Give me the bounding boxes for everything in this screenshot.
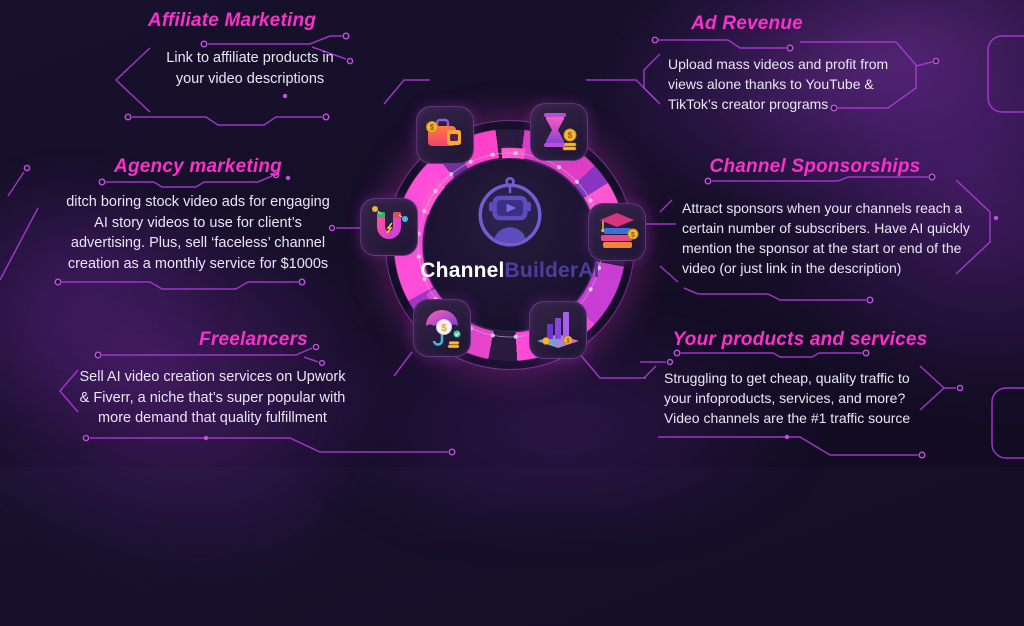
section-body: Upload mass videos and profit from views…: [668, 56, 889, 112]
section-title: Channel Sponsorships: [709, 156, 921, 177]
section-body: Sell AI video creation services on Upwor…: [79, 369, 346, 427]
section-title: Agency marketing: [114, 156, 282, 177]
section-body: Link to affiliate products in your video…: [166, 50, 334, 87]
magnet-glyph: [372, 206, 408, 239]
section-body: Attract sponsors when your channels reac…: [682, 200, 970, 276]
brand-logo-channel: Channel: [420, 259, 505, 282]
hourglass-coins-icon: $: [530, 103, 588, 161]
svg-text:$: $: [631, 232, 635, 239]
hourglass-coins-glyph: $: [544, 113, 577, 151]
section-affiliate-marketing: Affiliate Marketing Link to affiliate pr…: [105, 10, 395, 89]
growth-chart-coins-icon: $: [529, 301, 587, 359]
section-title: Affiliate Marketing: [147, 10, 317, 31]
section-channel-sponsorships: Channel Sponsorships Attract sponsors wh…: [682, 156, 982, 279]
section-freelancers: Freelancers Sell AI video creation servi…: [70, 329, 355, 429]
books-graduation-coins-icon: $: [588, 203, 646, 261]
growth-chart-glyph: $: [537, 312, 579, 348]
briefcase-money-icon: $: [416, 106, 474, 164]
svg-text:$: $: [441, 323, 447, 334]
section-title: Ad Revenue: [691, 13, 803, 34]
magnet-icon: [360, 198, 418, 256]
svg-text:$: $: [430, 123, 435, 132]
section-agency-marketing: Agency marketing ditch boring stock vide…: [38, 156, 358, 274]
section-products-services: Your products and services Struggling to…: [664, 329, 954, 429]
umbrella-dollar-glyph: $: [426, 310, 461, 349]
robot-mascot-icon: [478, 176, 542, 247]
umbrella-dollar-icon: $: [413, 299, 471, 357]
briefcase-money-glyph: $: [426, 118, 461, 146]
brand-logo: ChannelBuilderAI: [420, 259, 599, 283]
svg-text:$: $: [566, 339, 570, 345]
section-title: Your products and services: [672, 329, 928, 350]
section-body: ditch boring stock video ads for engagin…: [66, 194, 330, 272]
section-title: Freelancers: [199, 329, 308, 350]
books-graduation-glyph: $: [600, 213, 639, 248]
circuit-decoration: [0, 32, 1024, 459]
svg-text:$: $: [568, 131, 573, 140]
brand-logo-builderai: BuilderAI: [504, 259, 600, 282]
section-body: Struggling to get cheap, quality traffic…: [664, 370, 911, 426]
section-ad-revenue: Ad Revenue Upload mass videos and profit…: [668, 13, 918, 115]
